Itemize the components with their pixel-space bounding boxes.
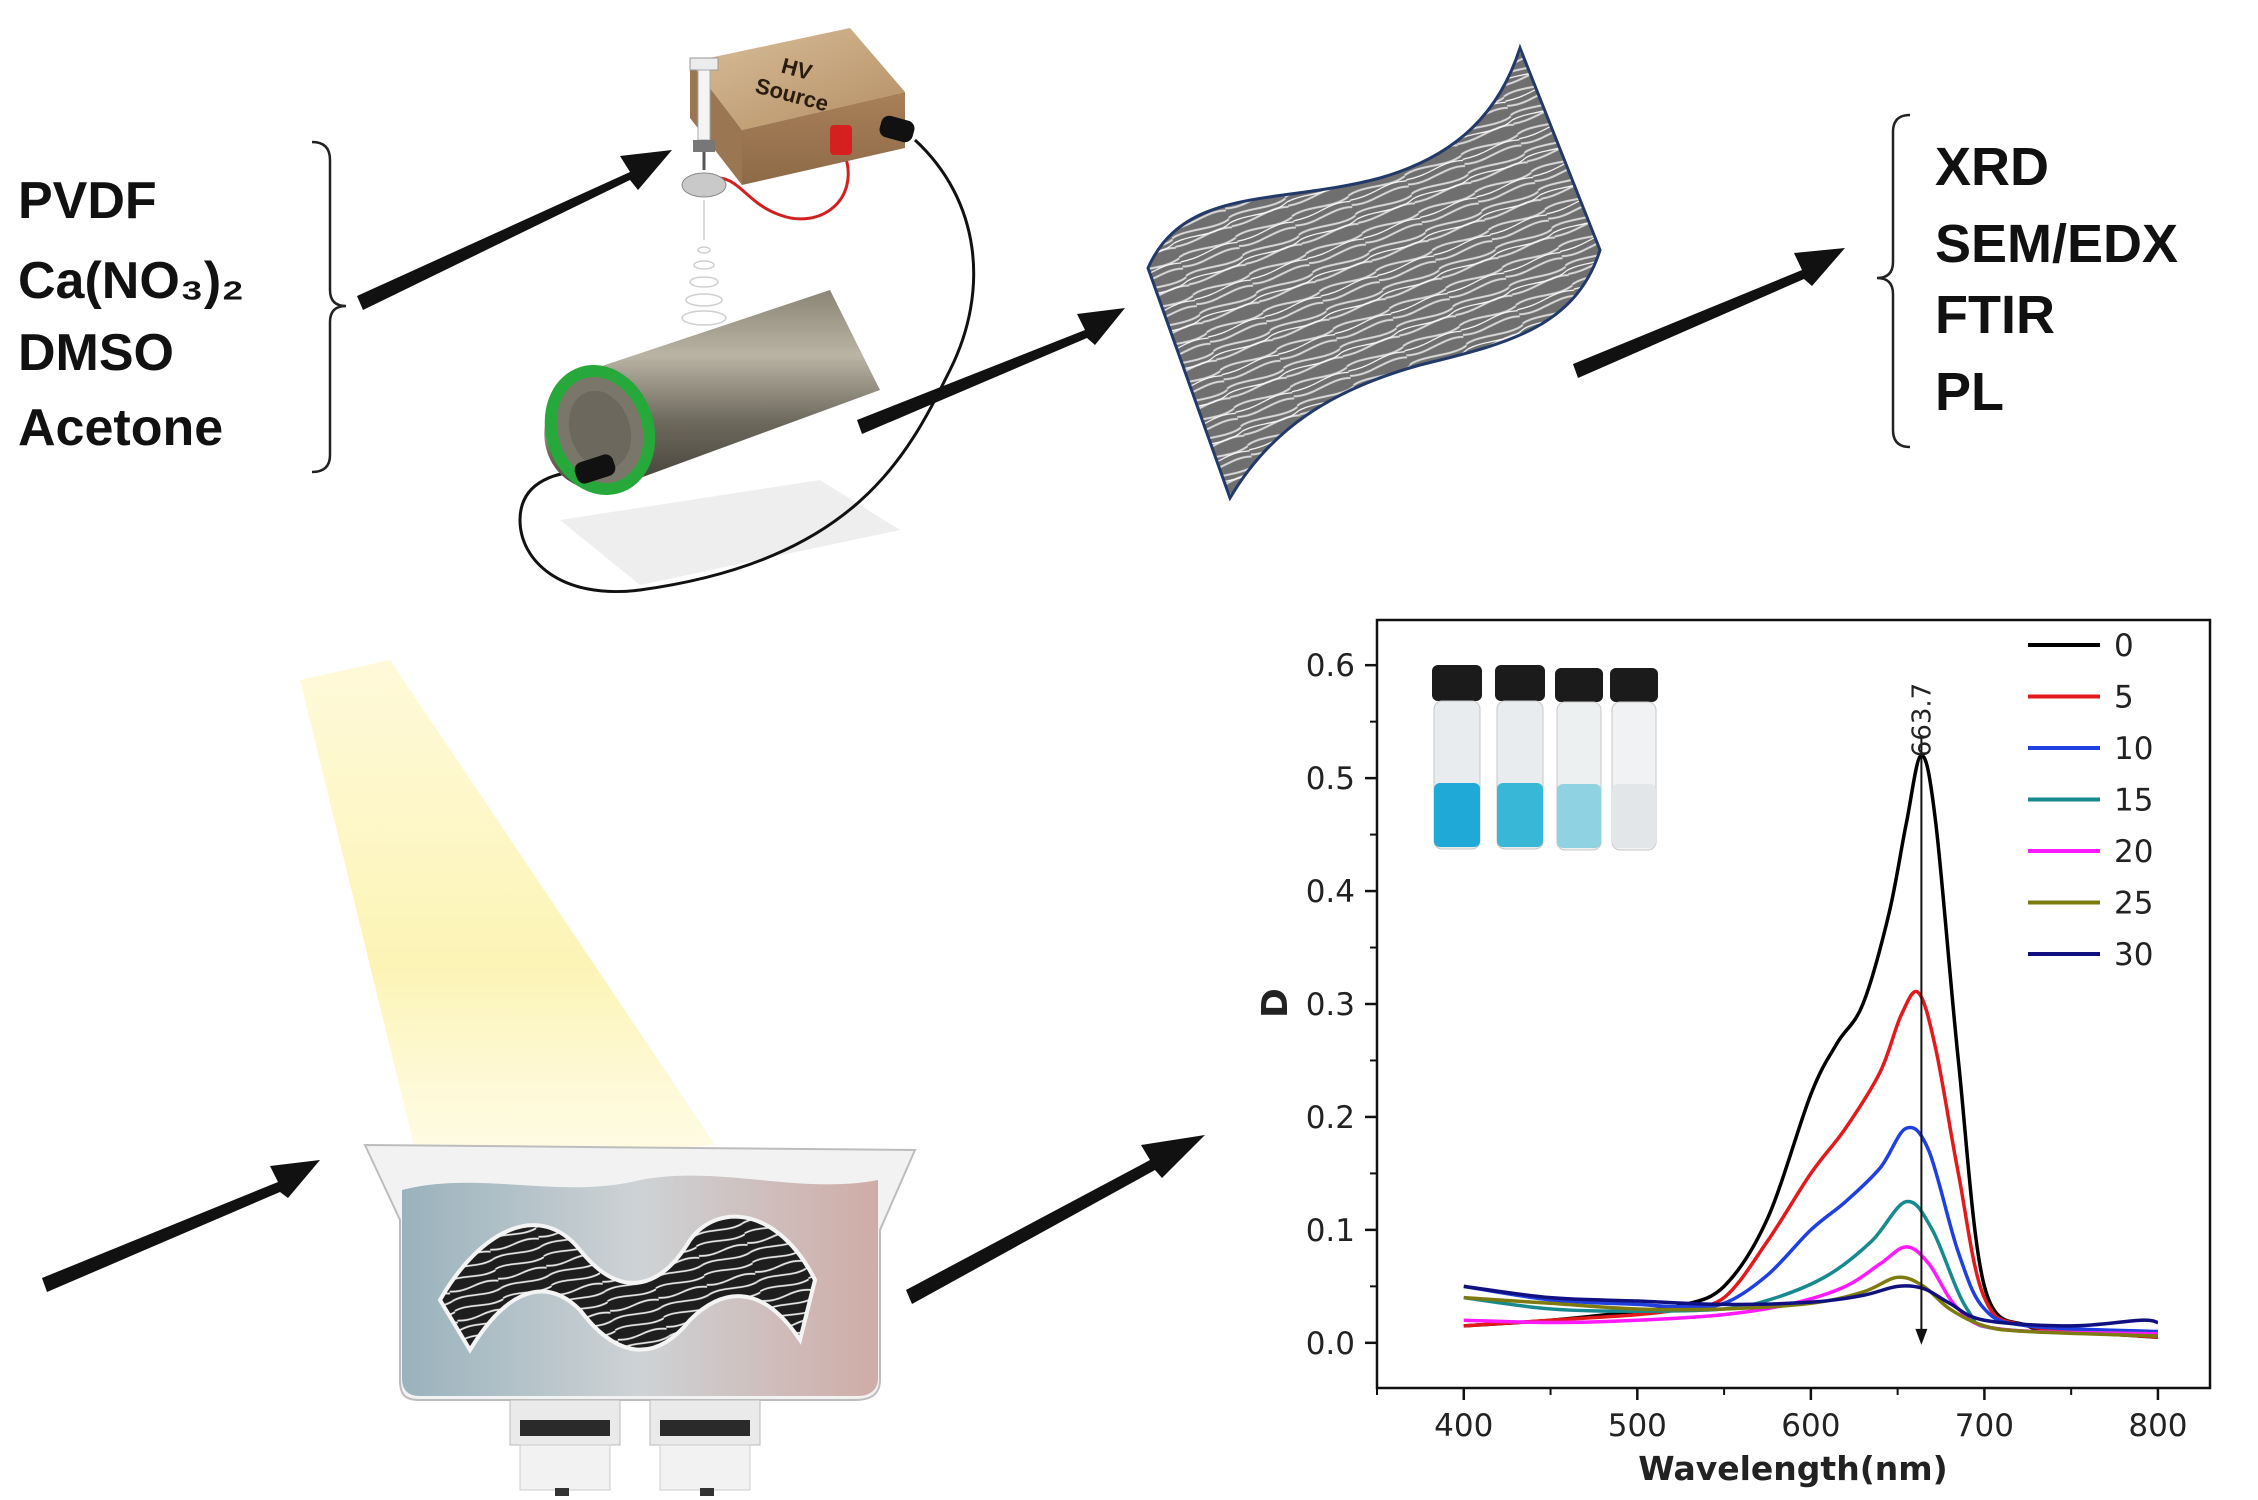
absorbance-chart: 400 500 600 700 800 0.0 0.1 0.2 0.3 0.4 0.5 0.6 663… — [1255, 618, 2212, 1488]
x-tick-label-400: 400 — [1434, 1408, 1493, 1444]
peak-marker: 663.7 — [1907, 683, 1937, 1345]
arrow-to-electrospinner — [357, 150, 672, 310]
spray-jet — [681, 200, 727, 326]
y-tick-label-5: 0.5 — [1306, 761, 1355, 797]
technique-ftir: FTIR — [1935, 285, 2055, 345]
y-tick-label-2: 0.2 — [1306, 1100, 1355, 1136]
electrospinning-setup: HV Source — [518, 28, 976, 593]
peak-arrow-head — [1915, 1328, 1928, 1345]
characterization-bracket — [1876, 113, 1911, 449]
y-tick-label-1: 0.1 — [1306, 1213, 1355, 1249]
series-line-10 — [1463, 1125, 2159, 1334]
material-pvdf: PVDF — [18, 172, 157, 230]
legend-label-0: 0 — [2114, 628, 2134, 664]
ultrasonic-transducers — [509, 1399, 761, 1496]
process-arrows — [42, 150, 1845, 1304]
hv-source-box: HV Source — [690, 28, 915, 185]
chart-series — [1463, 753, 2159, 1339]
light-beam — [300, 660, 715, 1170]
characterization-list: XRD SEM/EDX FTIR PL — [1935, 137, 2178, 422]
material-calcium-nitrate: Ca(NO₃)₂ — [18, 252, 244, 310]
materials-bracket — [311, 140, 347, 474]
materials-list: PVDF Ca(NO₃)₂ DMSO Acetone — [18, 172, 244, 457]
legend-label-20: 20 — [2114, 834, 2153, 870]
fiber-mat — [1146, 43, 1602, 502]
series-line-30 — [1463, 1284, 2159, 1328]
x-tick-label-700: 700 — [1955, 1408, 2014, 1444]
y-tick-label-4: 0.4 — [1306, 874, 1355, 910]
syringe — [681, 57, 727, 198]
red-terminal — [830, 125, 852, 155]
ground-wire — [518, 138, 976, 593]
material-dmso: DMSO — [18, 324, 174, 382]
vials-inset — [1432, 665, 1658, 851]
x-tick-label-600: 600 — [1781, 1408, 1840, 1444]
x-tick-label-500: 500 — [1608, 1408, 1667, 1444]
ultrasonic-bath — [363, 1143, 917, 1496]
fiber-mat-sheet — [1146, 43, 1602, 502]
peak-label: 663.7 — [1907, 683, 1937, 757]
arrow-to-characterization — [1573, 248, 1845, 378]
technique-sem-edx: SEM/EDX — [1935, 214, 2178, 274]
legend-label-10: 10 — [2114, 731, 2153, 767]
legend-label-5: 5 — [2114, 680, 2134, 716]
technique-pl: PL — [1935, 362, 2004, 422]
legend-label-30: 30 — [2114, 937, 2153, 973]
y-tick-label-3: 0.3 — [1306, 987, 1355, 1023]
chart-legend: 0 5 10 15 20 25 30 — [2028, 628, 2153, 973]
chart-axes: 400 500 600 700 800 0.0 0.1 0.2 0.3 0.4 0.5 0.6 — [1306, 648, 2188, 1444]
submerged-fiber-mat — [437, 1214, 818, 1354]
y-tick-label-0: 0.0 — [1306, 1326, 1355, 1362]
material-acetone: Acetone — [18, 399, 223, 457]
arrow-to-fiber-mat — [857, 308, 1125, 434]
arrow-to-chart — [906, 1135, 1205, 1304]
y-axis-label: D — [1255, 988, 1296, 1018]
series-line-25 — [1463, 1275, 2159, 1338]
x-axis-label: Wavelength(nm) — [1638, 1449, 1948, 1488]
black-terminal — [879, 115, 915, 143]
arrow-to-ultrasonic-bath — [42, 1160, 320, 1292]
y-tick-label-6: 0.6 — [1306, 648, 1355, 684]
technique-xrd: XRD — [1935, 137, 2049, 197]
rotating-collector — [544, 290, 880, 495]
legend-label-15: 15 — [2114, 783, 2153, 819]
x-tick-label-800: 800 — [2128, 1408, 2187, 1444]
legend-label-25: 25 — [2114, 886, 2153, 922]
